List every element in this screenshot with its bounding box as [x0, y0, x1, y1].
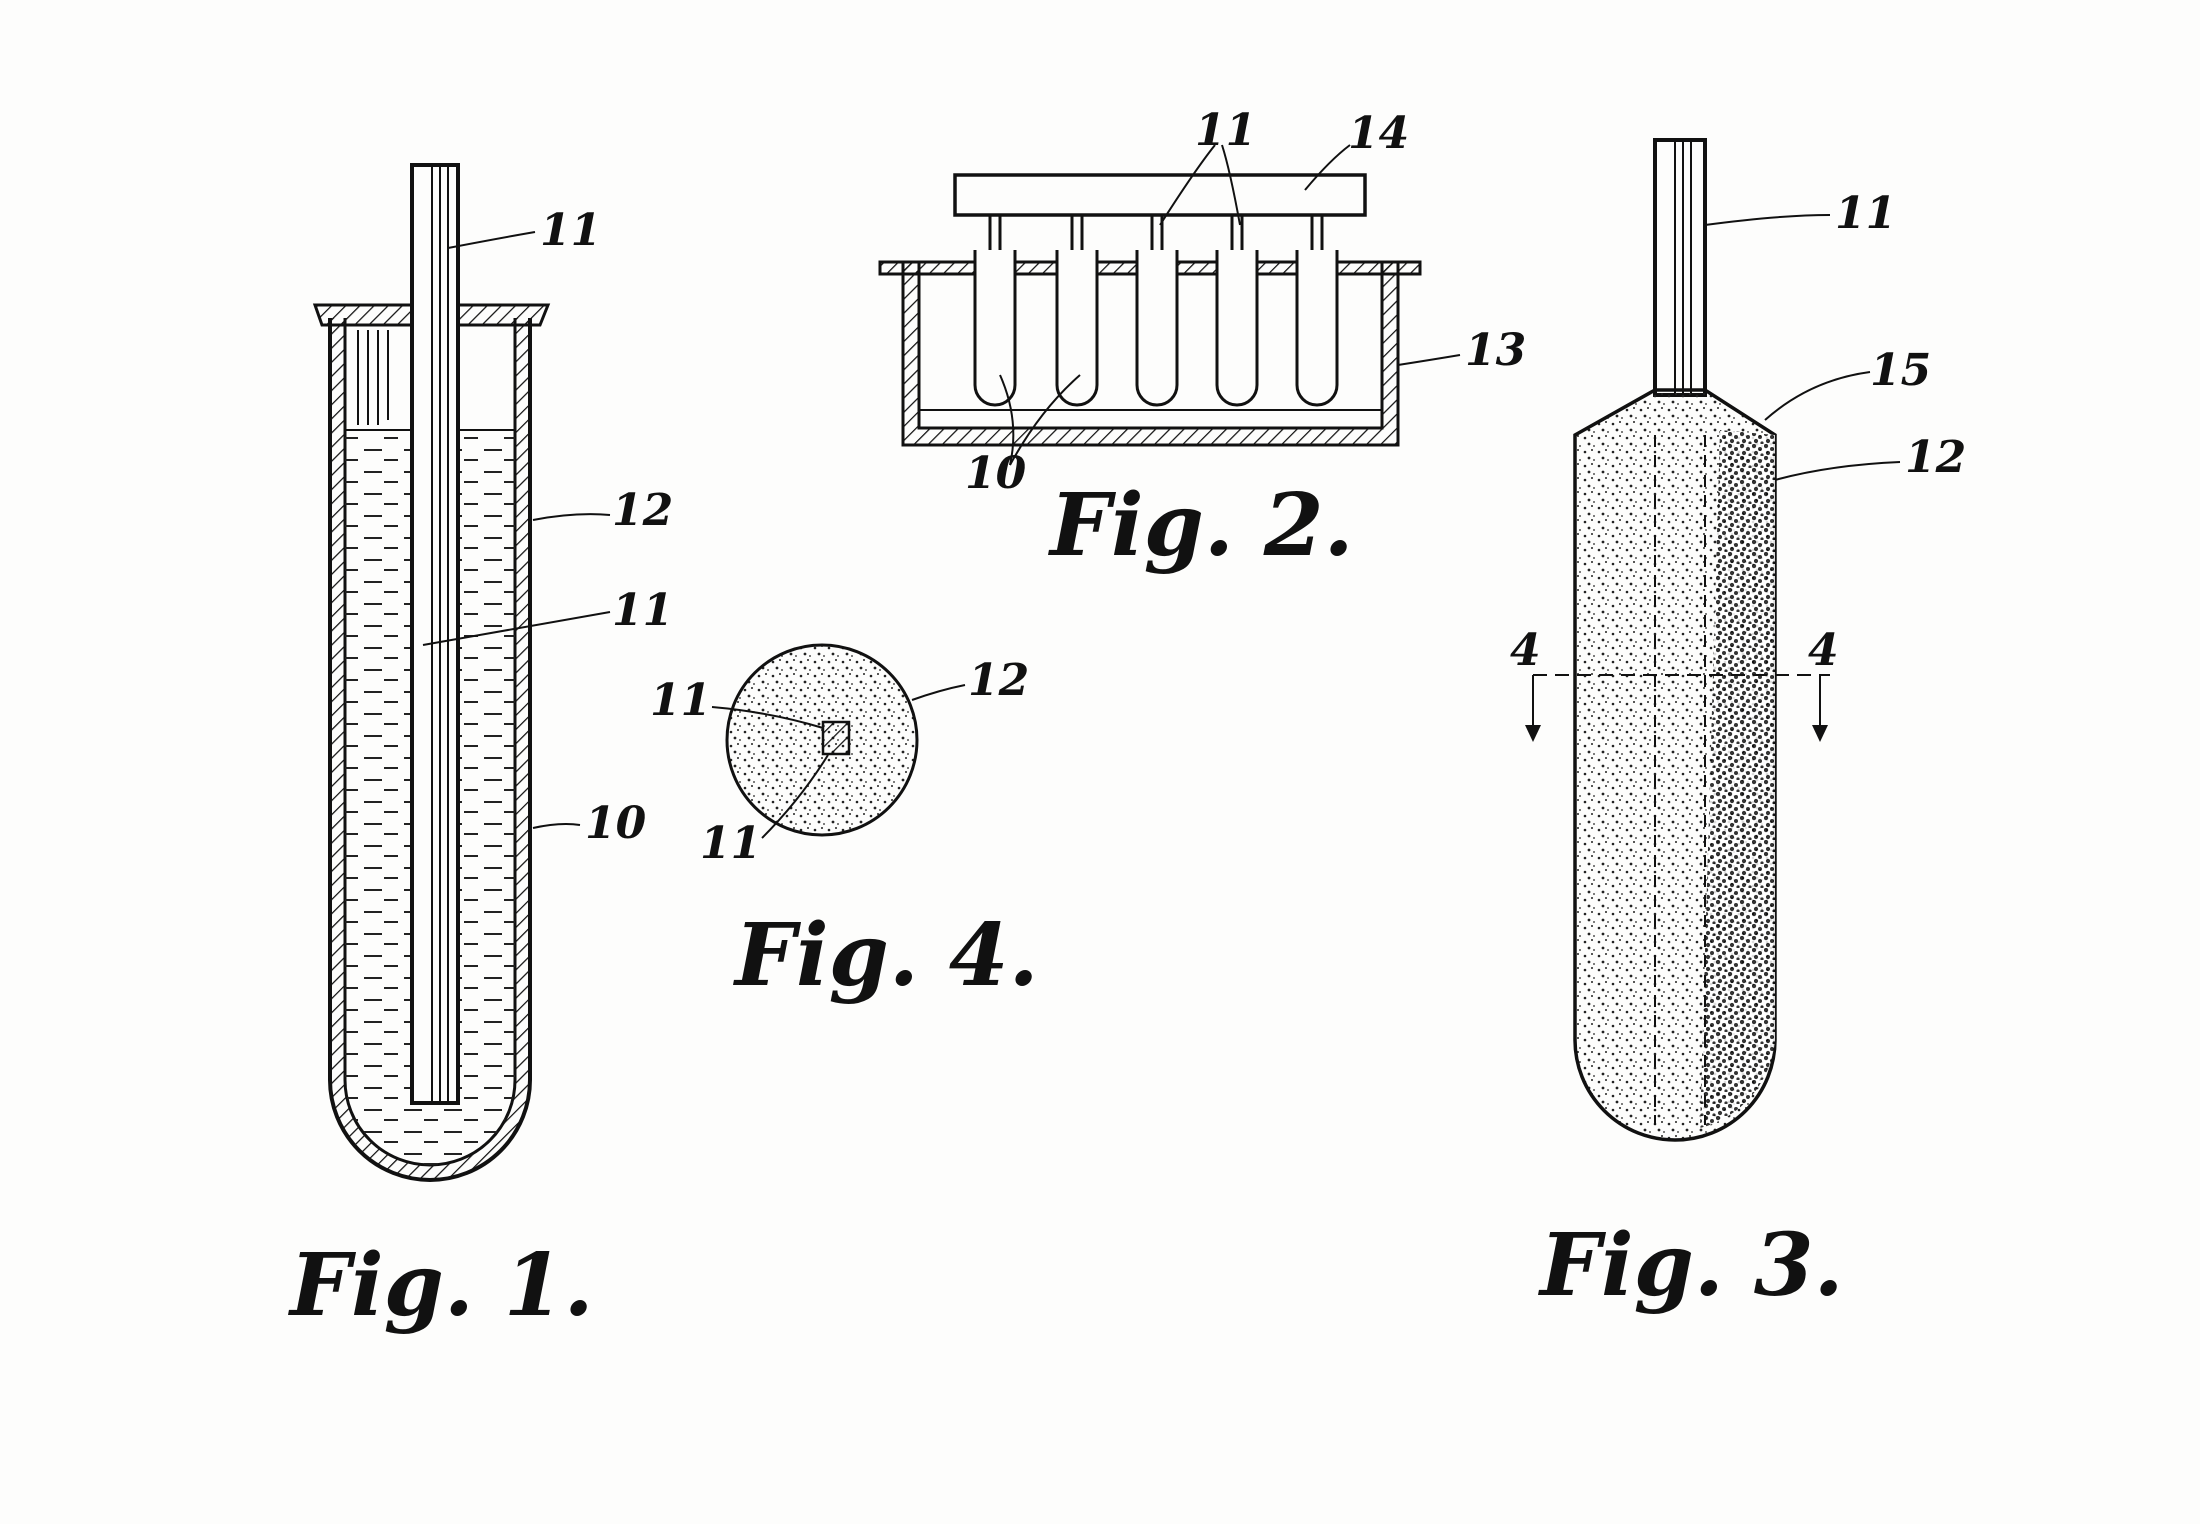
fig3-leader-body [1775, 462, 1900, 480]
fig2-ref-tubes: 10 [965, 448, 1027, 499]
fig1-stick [412, 165, 458, 1103]
fig3-ref-stick: 11 [1835, 188, 1896, 239]
fig2-ref-holder-bar: 14 [1348, 108, 1409, 159]
fig1-leader-container [533, 514, 610, 520]
fig4-leader-body [912, 685, 965, 700]
fig3-leader-tip [1765, 372, 1870, 420]
fig3-caption: Fig. 3. [1537, 1215, 1844, 1316]
fig2-leader-tray [1398, 355, 1460, 365]
fig1-caption: Fig. 1. [287, 1235, 594, 1336]
fig1-ref-container: 12 [612, 485, 673, 536]
figure-2: 11 14 13 10 Fig. 2. [880, 105, 1526, 576]
fig2-ref-tray: 13 [1465, 325, 1526, 376]
fig4-ref-stick-detail: 11 [700, 818, 761, 869]
fig3-stick [1655, 140, 1705, 395]
fig3-ref-tip: 15 [1870, 345, 1931, 396]
fig4-caption: Fig. 4. [732, 905, 1039, 1006]
fig4-ref-stick: 11 [650, 675, 711, 726]
fig1-leader-stick-top [448, 232, 535, 248]
fig2-ref-sticks: 11 [1195, 105, 1256, 156]
fig4-ref-body: 12 [968, 655, 1029, 706]
figure-4: 11 12 11 Fig. 4. [650, 645, 1039, 1006]
fig3-leader-stick [1705, 215, 1830, 225]
fig3-ref-section-right: 4 [1808, 625, 1839, 676]
fig2-sticks [990, 215, 1322, 250]
figure-3: 11 15 12 4 4 Fig. 3. [1510, 140, 1966, 1316]
fig1-leader-tube [533, 824, 580, 828]
fig3-ref-body: 12 [1905, 432, 1966, 483]
fig1-ref-stick-top: 11 [540, 205, 601, 256]
fig2-caption: Fig. 2. [1047, 475, 1354, 576]
fig4-stick-section [823, 722, 849, 754]
fig1-ref-stick-inner: 11 [612, 585, 673, 636]
figure-1: 11 12 11 10 Fig. 1. [287, 165, 673, 1336]
fig2-holder-bar [955, 175, 1365, 215]
fig1-ref-tube: 10 [585, 798, 647, 849]
fig3-ref-section-left: 4 [1510, 625, 1541, 676]
